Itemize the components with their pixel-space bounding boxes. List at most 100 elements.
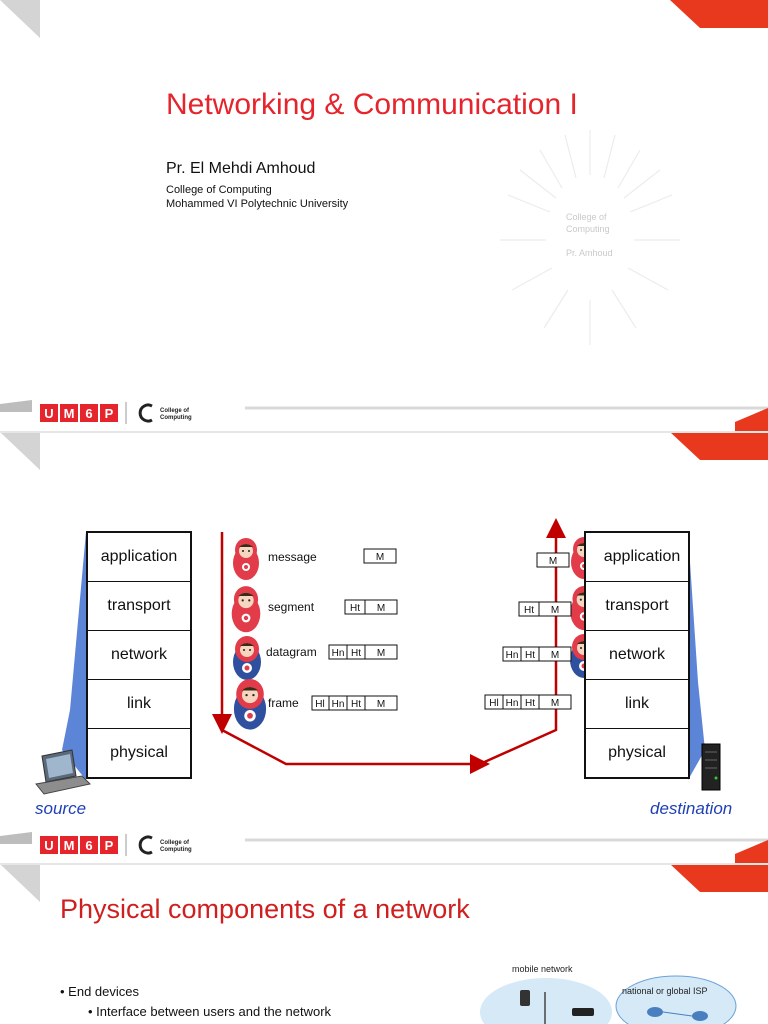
source-layer-physical: physical <box>110 744 168 761</box>
frame-doll-icon <box>233 679 267 730</box>
mobile-phone-icon <box>520 990 530 1006</box>
bullet-end-devices: • End devices <box>60 984 139 999</box>
bottom-flow-arrow <box>221 728 490 774</box>
logo-college-line1: College of <box>160 840 190 846</box>
segment-doll-icon <box>231 586 261 633</box>
src-frame-hn: Hn <box>332 699 345 710</box>
logo-letter-6: 6 <box>85 406 92 421</box>
source-layer-transport: transport <box>88 582 190 631</box>
server-icon <box>701 743 721 791</box>
affiliation-college: College of Computing <box>166 184 272 196</box>
logo-letter-u: U <box>44 406 53 421</box>
source-layer-link: link <box>88 680 190 729</box>
isp-cloud <box>615 975 737 1024</box>
dst-frame-hn: Hn <box>506 698 519 709</box>
logo-letter-6: 6 <box>85 838 92 853</box>
um6p-logo-mark: U M 6 P College of Computing <box>40 402 192 424</box>
logo-box-m <box>60 404 78 422</box>
dst-message-m: M <box>549 556 557 567</box>
slide-separator <box>0 863 768 865</box>
logo-box-u <box>40 404 58 422</box>
destination-caption: destination <box>650 799 733 818</box>
dest-layer-network: network <box>586 631 688 680</box>
mobile-network-cloud <box>480 978 612 1024</box>
logo-box-p <box>100 404 118 422</box>
logo-college-line1: College of <box>160 408 190 414</box>
dest-layer-link: link <box>586 680 688 729</box>
logo-c-icon <box>138 835 153 855</box>
logo-box-6 <box>80 404 98 422</box>
affiliation-university: Mohammed VI Polytechnic University <box>166 198 349 210</box>
logo-box-m <box>60 836 78 854</box>
logo-letter-m: M <box>64 838 75 853</box>
corner-red-banner <box>670 432 768 460</box>
watermark-text-2: Computing <box>566 224 610 234</box>
title-slide: College of Computing Pr. Amhoud Networki… <box>0 0 768 432</box>
src-datagram-m-box <box>364 644 398 660</box>
watermark-text-3: Pr. Amhoud <box>566 248 613 258</box>
datagram-doll-icon <box>233 636 261 680</box>
um6p-logo: U M 6 P College of Computing <box>40 830 240 864</box>
source-protocol-stack: application transport network link physi… <box>86 531 192 779</box>
corner-gray-triangle <box>0 432 40 470</box>
footer-left-wedge <box>0 832 32 844</box>
dst-segment-m: M <box>551 605 559 616</box>
encapsulation-slide: M Ht M Hn Ht M Hl Hn Ht M M Ht M Hn Ht M… <box>0 432 768 864</box>
dst-frame-m-box <box>538 694 572 710</box>
bullet-end-devices-text: End devices <box>68 984 139 999</box>
src-frame-m: M <box>377 699 385 710</box>
corner-red-banner <box>670 864 768 892</box>
physical-slide-decor <box>0 864 768 1024</box>
pdu-label-frame: frame <box>268 696 299 710</box>
dst-segment-ht: Ht <box>524 605 534 616</box>
logo-letter-u: U <box>44 838 53 853</box>
dst-datagram-ht: Ht <box>525 650 535 661</box>
dst-segment-m-box <box>538 601 572 617</box>
logo-c-icon <box>138 403 153 423</box>
dest-layer-physical: physical <box>608 744 666 761</box>
dst-datagram-hn: Hn <box>506 650 519 661</box>
up-flow-arrow <box>479 518 566 766</box>
physical-components-slide: Physical components of a network • End d… <box>0 864 768 1024</box>
logo-letter-p: P <box>105 838 114 853</box>
um6p-logo-mark: U M 6 P College of Computing <box>40 834 192 856</box>
src-datagram-m: M <box>377 648 385 659</box>
corner-gray-triangle <box>0 0 40 38</box>
dst-frame-m: M <box>551 698 559 709</box>
encapsulation-diagram: M Ht M Hn Ht M Hl Hn Ht M M Ht M Hn Ht M… <box>0 432 768 864</box>
destination-stack-shadow <box>688 532 705 780</box>
watermark-sunburst <box>500 130 680 345</box>
corner-red-banner <box>670 0 768 28</box>
dst-frame-ht: Ht <box>525 698 535 709</box>
src-frame-hl: Hl <box>315 699 324 710</box>
mobile-network-label: mobile network <box>512 964 573 974</box>
src-message-m-box <box>363 548 397 564</box>
dst-datagram-m-box <box>538 646 572 662</box>
source-caption: source <box>35 799 87 818</box>
src-segment-ht: Ht <box>350 603 360 614</box>
dest-layer-transport: transport <box>586 582 688 631</box>
slide-title: Networking & Communication I <box>166 88 578 121</box>
bullet-interface: • Interface between users and the networ… <box>88 1004 332 1019</box>
watermark-text-1: College of <box>566 212 607 222</box>
src-segment-m: M <box>377 603 385 614</box>
src-segment-m-box <box>364 599 398 615</box>
slide-title-physical: Physical components of a network <box>60 894 470 924</box>
pdu-label-message: message <box>268 550 317 564</box>
car-icon <box>572 1008 594 1016</box>
dst-datagram-m: M <box>551 650 559 661</box>
footer-left-wedge <box>0 400 32 412</box>
footer-red-wedge <box>735 408 768 432</box>
title-slide-decor <box>0 0 768 432</box>
bullet-interface-text: Interface between users and the network <box>96 1004 332 1019</box>
footer-red-wedge <box>735 840 768 864</box>
src-message-m: M <box>376 552 384 563</box>
author-name: Pr. El Mehdi Amhoud <box>166 160 316 177</box>
src-frame-m-box <box>364 695 398 711</box>
dst-message-m-box <box>536 552 570 568</box>
corner-gray-triangle <box>0 864 40 902</box>
src-datagram-hn: Hn <box>332 648 345 659</box>
logo-box-u <box>40 836 58 854</box>
router-icon-1 <box>647 1007 663 1017</box>
destination-protocol-stack: application transport network link physi… <box>584 531 690 779</box>
